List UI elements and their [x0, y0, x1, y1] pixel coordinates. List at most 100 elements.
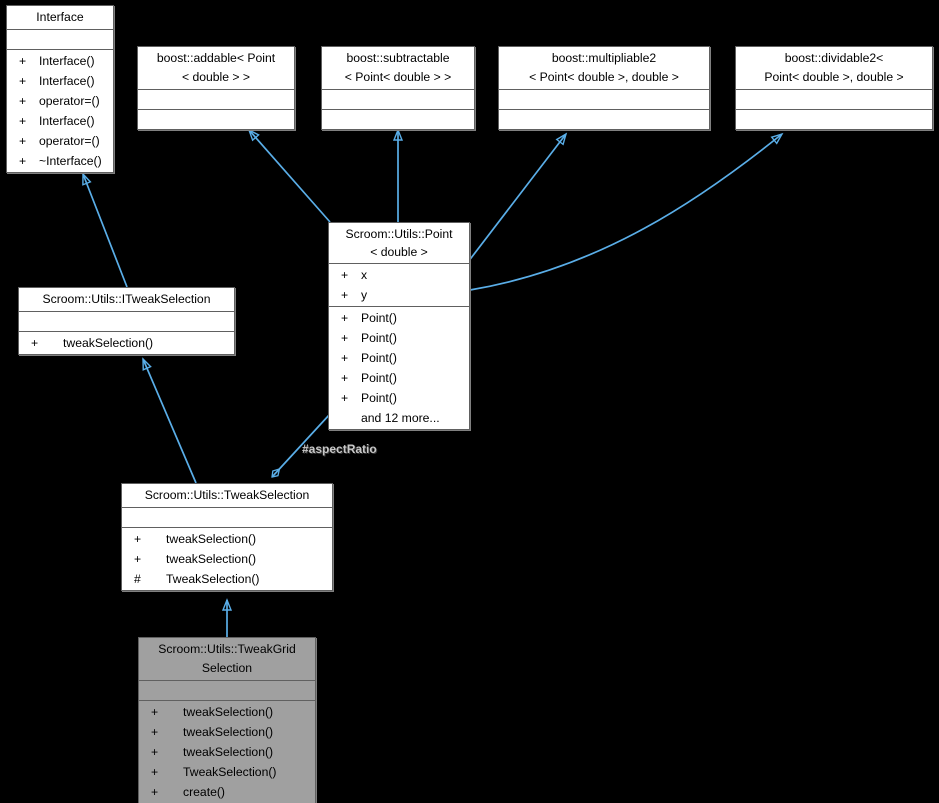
class-attributes-compartment: [322, 90, 474, 110]
member-name: tweakSelection(): [63, 336, 154, 350]
class-node-boost-addable[interactable]: boost::addable< Point < double > >: [137, 46, 295, 130]
class-operations-compartment: + tweakSelection(): [19, 332, 234, 354]
class-attributes-compartment: +x +y: [329, 264, 469, 307]
member-visibility: +: [19, 134, 27, 148]
member-name: tweakSelection(): [183, 705, 274, 719]
edge-tweakselection-to-itweakselection: [142, 359, 197, 484]
member-visibility: #: [134, 572, 141, 586]
class-title: Scroom::Utils::TweakSelection: [122, 484, 332, 508]
class-operations-compartment: + Interface() + Interface() + operator=() +…: [7, 50, 113, 172]
member-visibility: +: [151, 745, 159, 759]
member-visibility: +: [19, 54, 27, 68]
class-node-scroom-utils-tweakgridselection[interactable]: Scroom::Utils::TweakGrid Selection +twea…: [138, 637, 316, 803]
member-name: Interface(): [39, 54, 95, 68]
member-visibility: +: [341, 331, 349, 345]
class-title: Interface: [7, 6, 113, 30]
class-member: + operator=(): [7, 131, 113, 151]
member-name: y: [361, 288, 368, 302]
class-member: + Interface(): [7, 111, 113, 131]
class-member: #TweakSelection(): [122, 569, 332, 589]
class-node-scroom-utils-tweakselection[interactable]: Scroom::Utils::TweakSelection +tweakSele…: [121, 483, 333, 591]
class-node-boost-multipliable2[interactable]: boost::multipliable2 < Point< double >, …: [498, 46, 710, 130]
member-name: and 12 more...: [361, 411, 440, 425]
class-operations-compartment: [736, 110, 932, 129]
class-attributes-compartment: [122, 508, 332, 528]
class-member: +Point(): [329, 388, 469, 408]
member-name: x: [361, 268, 368, 282]
member-name: tweakSelection(): [183, 725, 274, 739]
class-operations-compartment: [499, 110, 709, 129]
class-title: boost::multipliable2 < Point< double >, …: [499, 47, 709, 90]
member-name: Interface(): [39, 74, 95, 88]
member-visibility: +: [19, 74, 27, 88]
class-node-boost-subtractable[interactable]: boost::subtractable < Point< double > >: [321, 46, 475, 130]
class-member: + tweakSelection(): [122, 549, 332, 569]
class-member: + tweakSelection(): [139, 742, 315, 762]
class-title: Scroom::Utils::ITweakSelection: [19, 288, 234, 312]
member-name: tweakSelection(): [183, 745, 274, 759]
member-visibility: +: [31, 336, 39, 350]
class-member: +create(): [139, 782, 315, 802]
member-name: tweakSelection(): [166, 552, 257, 566]
class-member: + tweakSelection(): [19, 333, 234, 353]
class-operations-compartment: +Point() +Point() +Point() +Point() +Poi…: [329, 307, 469, 429]
member-visibility: +: [151, 725, 159, 739]
class-title: Scroom::Utils::TweakGrid Selection: [139, 638, 315, 681]
class-attributes-compartment: [139, 681, 315, 701]
member-visibility: +: [341, 371, 349, 385]
class-member: +operator=(): [7, 91, 113, 111]
member-name: Point(): [361, 331, 397, 345]
member-visibility: +: [19, 114, 27, 128]
class-member: +Point(): [329, 348, 469, 368]
class-member: + ~Interface(): [7, 151, 113, 171]
member-name: tweakSelection(): [166, 532, 257, 546]
class-operations-compartment: + tweakSelection() + tweakSelection() + twe…: [139, 701, 315, 803]
class-node-scroom-utils-point[interactable]: Scroom::Utils::Point < double > +x +y +P…: [328, 222, 470, 430]
class-attributes-compartment: [7, 30, 113, 50]
edge-label-aspect-ratio: #aspectRatio: [302, 442, 377, 456]
member-name: ~Interface(): [39, 154, 102, 168]
member-name: operator=(): [39, 134, 100, 148]
member-visibility: +: [341, 391, 349, 405]
member-visibility: +: [341, 288, 349, 302]
member-visibility: +: [134, 552, 142, 566]
class-attributes-compartment: [138, 90, 294, 110]
class-operations-compartment: + tweakSelection() + tweakSelection() #Twe…: [122, 528, 332, 590]
member-visibility: +: [134, 532, 142, 546]
class-member: + tweakSelection(): [139, 702, 315, 722]
member-name: Interface(): [39, 114, 95, 128]
class-member: +y: [329, 285, 469, 305]
member-visibility: +: [19, 154, 27, 168]
member-visibility: +: [341, 311, 349, 325]
edge-itweakselection-to-interface: [83, 174, 128, 288]
class-node-boost-dividable2[interactable]: boost::dividable2< Point< double >, doub…: [735, 46, 933, 130]
class-member: + tweakSelection(): [139, 722, 315, 742]
member-visibility: +: [151, 705, 159, 719]
member-visibility: +: [341, 351, 349, 365]
class-attributes-compartment: [499, 90, 709, 110]
edge-point-to-dividable2: [469, 134, 782, 291]
class-attributes-compartment: [736, 90, 932, 110]
member-visibility: +: [341, 268, 349, 282]
class-operations-compartment: [138, 110, 294, 129]
class-title: boost::dividable2< Point< double >, doub…: [736, 47, 932, 90]
member-name: Point(): [361, 311, 397, 325]
edge-point-to-addable: [249, 130, 331, 223]
member-visibility: +: [151, 765, 159, 779]
class-member: + Point(): [329, 308, 469, 328]
class-member: + TweakSelection(): [139, 762, 315, 782]
member-name: Point(): [361, 371, 397, 385]
edge-point-to-multipliable2: [467, 134, 566, 263]
class-member: + Point(): [329, 368, 469, 388]
class-operations-compartment: [322, 110, 474, 129]
class-member: + tweakSelection(): [122, 529, 332, 549]
class-title: boost::subtractable < Point< double > >: [322, 47, 474, 90]
class-member: + Point(): [329, 328, 469, 348]
member-name: TweakSelection(): [183, 765, 277, 779]
class-member: + Interface(): [7, 51, 113, 71]
class-node-interface[interactable]: Interface + Interface() + Interface() + ope…: [6, 5, 114, 173]
class-node-scroom-utils-itweakselection[interactable]: Scroom::Utils::ITweakSelection + tweakSel…: [18, 287, 235, 355]
class-member: +x: [329, 265, 469, 285]
member-name: operator=(): [39, 94, 100, 108]
